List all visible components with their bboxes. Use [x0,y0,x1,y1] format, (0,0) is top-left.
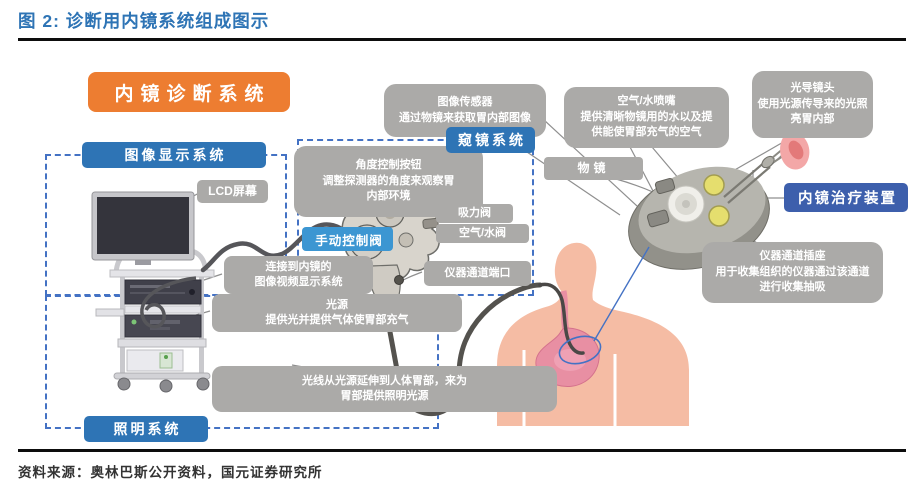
section-label-display-system: 图像显示系统 [82,142,266,168]
label-manual-control-valve: 手动控制阀 [302,227,393,251]
callout-light-cable: 光线从光源延伸到人体胃部，来为 胃部提供照明光源 [212,366,557,412]
magnifier-callout [558,246,650,365]
insertion-tube-inside-body [538,282,585,355]
magnifier-circle [558,335,602,365]
esophagus [559,290,570,332]
magnifier-line [593,246,650,342]
objective-lens [667,185,705,223]
footer-divider [18,449,906,452]
callout-air-water-nozzle: 空气/水喷嘴 提供清晰物镜用的水以及提 供能使胃部充气的空气 [564,87,729,148]
biopsy-forceps [723,147,787,204]
figure-title: 图 2: 诊断用内镜系统组成图示 [18,11,270,31]
source-note: 资料来源：奥林巴斯公开资料，国元证券研究所 [18,465,323,480]
light-guide-lens [703,174,725,196]
air-water-nozzle [654,177,676,195]
callout-instrument-channel-port: 仪器通道端口 [424,261,531,286]
callout-objective-lens: 物镜 [544,157,643,180]
callout-air-water-valve: 空气/水阀 [436,224,529,243]
instrument-channel-opening [646,209,670,228]
section-label-scope-system: 窥镜系统 [446,127,535,153]
light-guide-lens [708,205,730,227]
callout-video-display-system: 连接到内镜的 图像视频显示系统 [224,256,373,294]
callout-light-guide-lens: 光导镜头 使用光源传导来的光照 亮胃内部 [752,71,873,138]
callout-light-source: 光源 提供光并提供气体使胃部充气 [212,294,462,332]
main-system-label: 内镜诊断系统 [88,72,290,112]
section-label-lighting-system: 照明系统 [84,416,208,442]
title-divider [18,38,906,41]
label-endoscope-treatment-device: 内镜治疗装置 [784,183,908,212]
callout-lcd-screen: LCD屏幕 [197,180,268,203]
callout-suction-valve: 吸力阀 [436,204,513,223]
callout-instrument-channel-socket: 仪器通道插座 用于收集组织的仪器通过该通道 进行收集抽吸 [702,242,883,303]
